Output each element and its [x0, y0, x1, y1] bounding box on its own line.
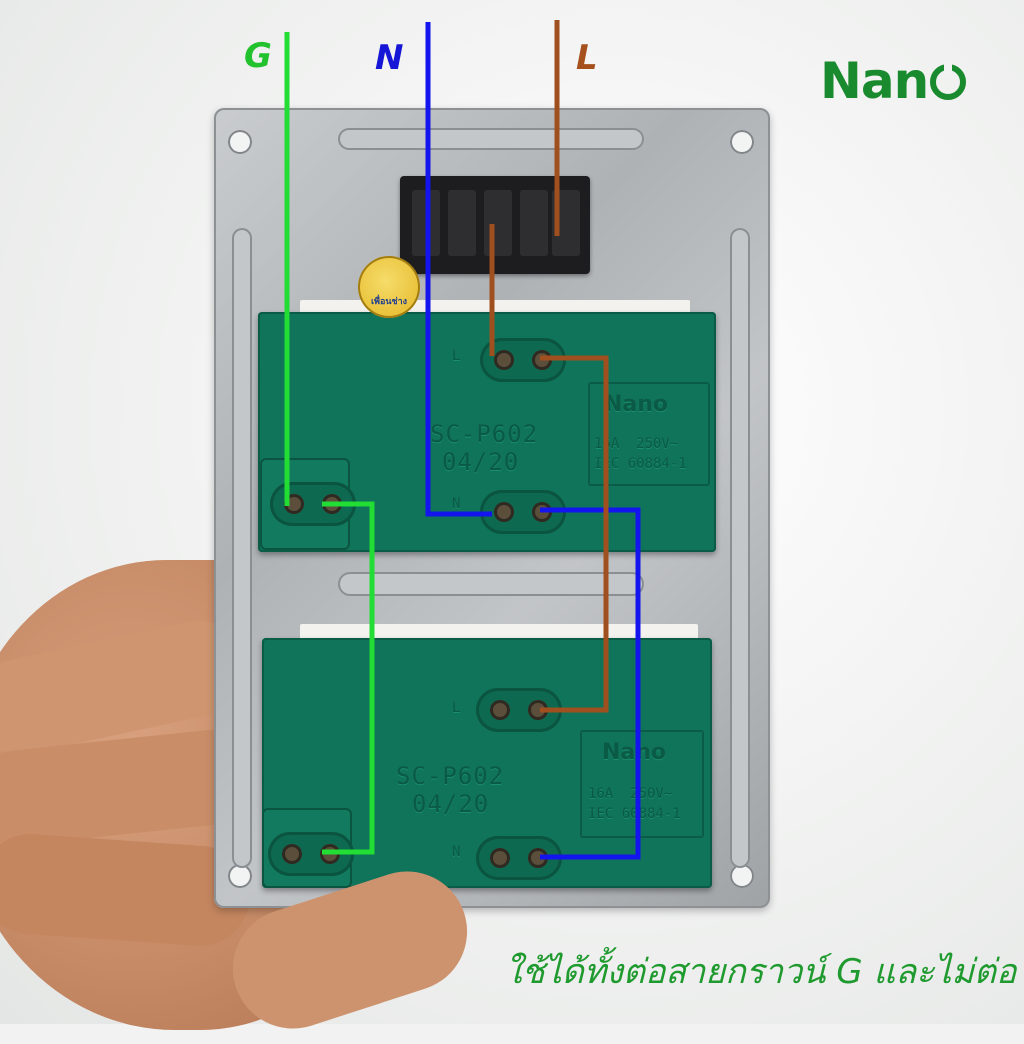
- neutral-terminal: [476, 836, 562, 880]
- live-terminal: [476, 688, 562, 732]
- terminal-label-neutral: N: [452, 844, 461, 860]
- socket-rail: [300, 624, 698, 642]
- model-number: SC-P602: [396, 762, 505, 790]
- mounting-hole: [228, 864, 252, 888]
- terminal-cell: [448, 190, 476, 256]
- screw-icon: [282, 844, 302, 864]
- terminal-cell: [520, 190, 548, 256]
- brand-logo: Nan: [820, 52, 967, 110]
- plate-slot: [338, 572, 644, 596]
- terminal-block: [400, 176, 590, 274]
- ground-jumper: [322, 501, 375, 855]
- screw-icon: [528, 848, 548, 868]
- terminal-label-live: L: [452, 348, 461, 364]
- brand-name: Nan: [820, 52, 929, 110]
- date-code: 04/20: [442, 448, 520, 476]
- model-number: SC-P602: [430, 420, 539, 448]
- shop-sticker: เพื่อนช่าง: [358, 256, 420, 318]
- live-jumper: [540, 355, 609, 713]
- screw-icon: [490, 700, 510, 720]
- power-icon: [930, 62, 967, 100]
- rating: 16A 250V~: [588, 786, 673, 802]
- terminal-label-live: L: [452, 700, 461, 716]
- terminal-cell: [484, 190, 512, 256]
- label-ground: G: [244, 36, 272, 76]
- screw-icon: [494, 350, 514, 370]
- mounting-hole: [730, 130, 754, 154]
- sticker-text: เพื่อนช่าง: [370, 297, 408, 307]
- screw-icon: [528, 700, 548, 720]
- plate-slot: [730, 228, 750, 868]
- screw-icon: [490, 848, 510, 868]
- plate-slot: [232, 228, 252, 868]
- neutral-wire: [425, 22, 492, 517]
- terminal-label-neutral: N: [452, 496, 461, 512]
- molded-brand: Nano: [602, 740, 667, 765]
- molded-brand: Nano: [604, 392, 669, 417]
- screw-icon: [494, 502, 514, 522]
- mounting-hole: [228, 130, 252, 154]
- neutral-jumper: [540, 507, 641, 860]
- label-live: L: [576, 38, 598, 78]
- date-code: 04/20: [412, 790, 490, 818]
- label-neutral: N: [375, 38, 404, 78]
- rating-box: [588, 382, 710, 486]
- mounting-hole: [730, 864, 754, 888]
- plate-slot: [338, 128, 644, 150]
- caption: ใช้ได้ทั้งต่อสายกราวน์ G และไม่ต่อ: [505, 952, 1017, 992]
- rating-box: [580, 730, 704, 838]
